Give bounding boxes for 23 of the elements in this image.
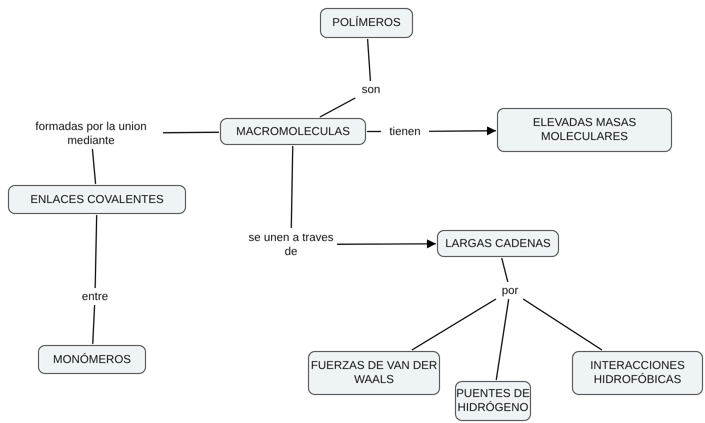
connector-line xyxy=(92,148,96,184)
connector-line xyxy=(522,298,602,350)
concept-box: MONÓMEROS xyxy=(38,345,146,374)
connector-line xyxy=(163,132,219,134)
connector-line xyxy=(94,214,98,288)
connector-line xyxy=(366,38,372,82)
concept-box: FUERZAS DE VAN DER WAALS xyxy=(308,351,440,395)
concept-box: LARGAS CADENAS xyxy=(437,230,559,257)
concept-box: POLÍMEROS xyxy=(320,8,413,38)
arrow xyxy=(429,126,496,136)
connector-line xyxy=(496,298,510,380)
concept-box: INTERACCIONES HIDROFÓBICAS xyxy=(572,351,703,395)
concept-box: PUENTES DE HIDRÓGENO xyxy=(455,381,531,421)
arrow xyxy=(337,239,436,248)
connector-line xyxy=(92,304,96,344)
concept-box: ELEVADAS MASAS MOLECULARES xyxy=(497,108,672,152)
concept-box: MACROMOLECULAS xyxy=(220,118,366,145)
connector-line xyxy=(320,97,356,118)
connector-line xyxy=(412,298,496,351)
connector-line xyxy=(501,258,508,282)
connector-line xyxy=(290,146,294,228)
connector-line xyxy=(367,130,381,132)
concept-box: ENLACES COVALENTES xyxy=(8,185,186,214)
